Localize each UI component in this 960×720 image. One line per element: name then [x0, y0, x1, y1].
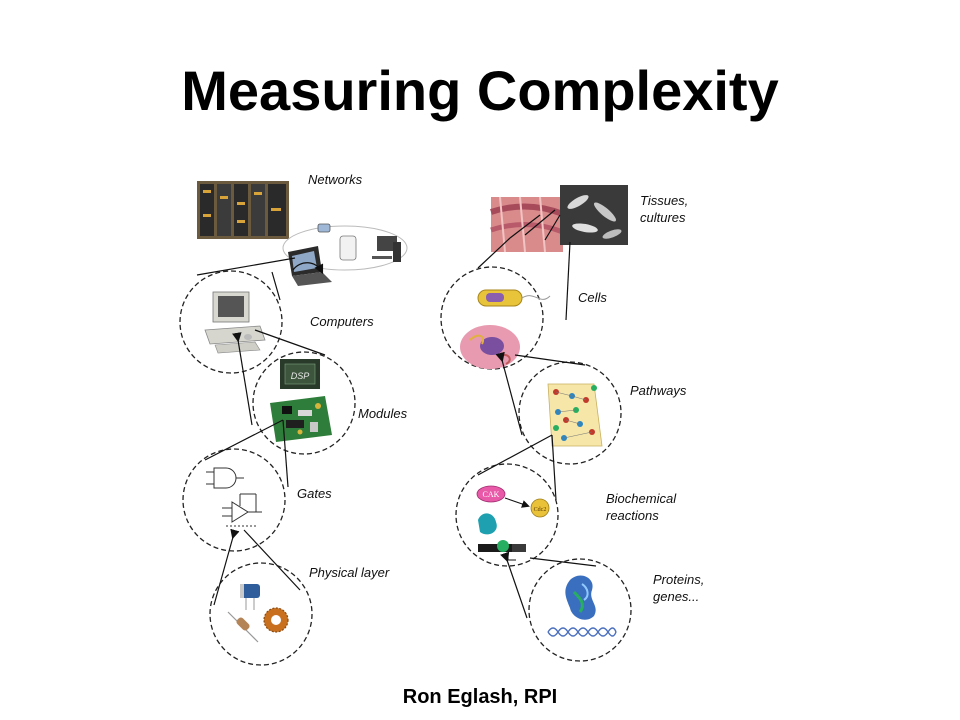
- label-tissues-line1: Tissues,: [640, 193, 688, 208]
- dna-helix-image: [547, 627, 617, 637]
- cells-circle: [440, 266, 544, 370]
- left-connectors: [196, 257, 326, 606]
- label-tissues-line2: cultures: [640, 210, 686, 225]
- label-physical-layer: Physical layer: [309, 565, 390, 580]
- protein-structure-image: [565, 575, 596, 620]
- label-gates: Gates: [297, 486, 332, 501]
- cell-images: [460, 289, 551, 369]
- label-cells: Cells: [578, 290, 607, 305]
- label-biochemical-line2: reactions: [606, 508, 659, 523]
- desktop-computer-image: [204, 291, 266, 354]
- physical-layer-circle: [209, 562, 313, 666]
- circuit-board-image: [270, 396, 332, 442]
- label-computers: Computers: [310, 314, 374, 329]
- cdc2-label: Cdc2: [534, 507, 547, 513]
- biochemical-reactions-circle: [455, 463, 559, 567]
- network-devices-image: [282, 223, 408, 286]
- server-racks-image: [197, 181, 289, 239]
- right-connectors: [477, 209, 597, 619]
- pathway-network-image: [547, 383, 603, 447]
- reaction-diagram-image: CAK Cdc2: [476, 485, 550, 561]
- cak-label: CAK: [483, 490, 500, 499]
- label-networks: Networks: [308, 172, 363, 187]
- dsp-chip-image: DSP: [280, 359, 320, 389]
- author-credit: Ron Eglash, RPI: [402, 686, 558, 708]
- proteins-genes-circle: [528, 558, 632, 662]
- computers-circle: [179, 270, 283, 374]
- label-biochemical-line1: Biochemical: [606, 491, 677, 506]
- pathways-circle: [518, 361, 622, 465]
- label-pathways: Pathways: [630, 383, 687, 398]
- modules-circle: [252, 351, 356, 455]
- slide-title: Measuring Complexity: [181, 59, 779, 122]
- dsp-chip-label: DSP: [291, 371, 310, 381]
- gates-circle: [182, 448, 286, 552]
- label-proteins-line2: genes...: [653, 589, 699, 604]
- label-proteins-line1: Proteins,: [653, 572, 704, 587]
- electronic-components-image: [227, 584, 289, 643]
- label-modules: Modules: [358, 406, 408, 421]
- logic-gate-symbols: [206, 467, 262, 527]
- cell-culture-image: [560, 185, 628, 245]
